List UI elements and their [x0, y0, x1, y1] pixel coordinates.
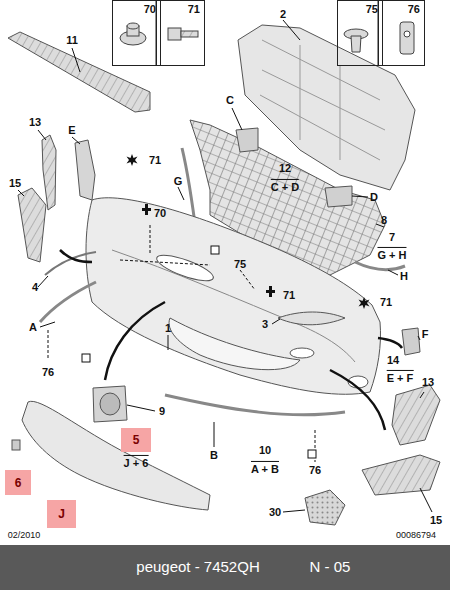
callout-number: 70	[154, 207, 166, 219]
callout-number: J + 6	[124, 455, 149, 469]
hardware-box: 71	[156, 0, 205, 66]
callout-number: 71	[380, 296, 392, 308]
footer-text: N - 05	[310, 559, 351, 576]
callout-number: 9	[159, 405, 165, 417]
callout-number: 11	[66, 34, 78, 46]
callout-number: A + B	[251, 461, 279, 475]
callout-number: 4	[32, 281, 38, 293]
callout-number: 71	[149, 154, 161, 166]
callout-number: A	[29, 321, 37, 333]
callout-number: 15	[9, 177, 21, 189]
callout-number: 7	[389, 231, 395, 243]
callout-number: 71	[283, 289, 295, 301]
callout-number: 14	[387, 354, 399, 366]
callout-number: 71	[157, 1, 204, 15]
callout-number: 15	[430, 514, 442, 526]
callout-number: 70	[113, 1, 160, 15]
callout-number: 8	[381, 214, 387, 226]
callout-number: 76	[42, 366, 54, 378]
callout-box: J	[47, 500, 76, 528]
hardware-box: 75	[337, 0, 383, 66]
callout-number: 10	[259, 444, 271, 456]
callout-number: D	[370, 191, 378, 203]
callout-number: 13	[422, 376, 434, 388]
callout-number: 76	[379, 1, 424, 15]
callout-number: 5	[133, 433, 140, 447]
callout-number: 3	[262, 318, 268, 330]
callout-number: 1	[165, 322, 171, 334]
callout-number: 2	[280, 8, 286, 20]
callout-number: C + D	[271, 179, 299, 193]
callout-number: J	[58, 507, 65, 521]
date-code: 02/2010	[8, 531, 41, 541]
callout-number: 75	[338, 1, 382, 15]
callout-number: E	[68, 124, 75, 136]
callout-number: 75	[234, 258, 246, 270]
callout-number: G	[174, 175, 183, 187]
callout-number: H	[400, 270, 408, 282]
callout-number: 12	[279, 162, 291, 174]
callout-number: F	[422, 328, 429, 340]
callout-number: 6	[15, 476, 22, 490]
callout-number: B	[210, 449, 218, 461]
callout-box: 6	[5, 470, 31, 495]
hardware-box: 76	[378, 0, 425, 66]
hardware-box: 70	[112, 0, 161, 66]
callout-number: 13	[29, 116, 41, 128]
callout-number: E + F	[387, 370, 414, 384]
date-code: 00086794	[396, 531, 436, 541]
callout-number: G + H	[377, 247, 406, 261]
callout-number: 30	[269, 506, 281, 518]
callout-number: 76	[309, 464, 321, 476]
callout-number: C	[226, 94, 234, 106]
callout-box: 5	[121, 428, 151, 452]
footer-text: peugeot - 7452QH	[136, 559, 259, 576]
